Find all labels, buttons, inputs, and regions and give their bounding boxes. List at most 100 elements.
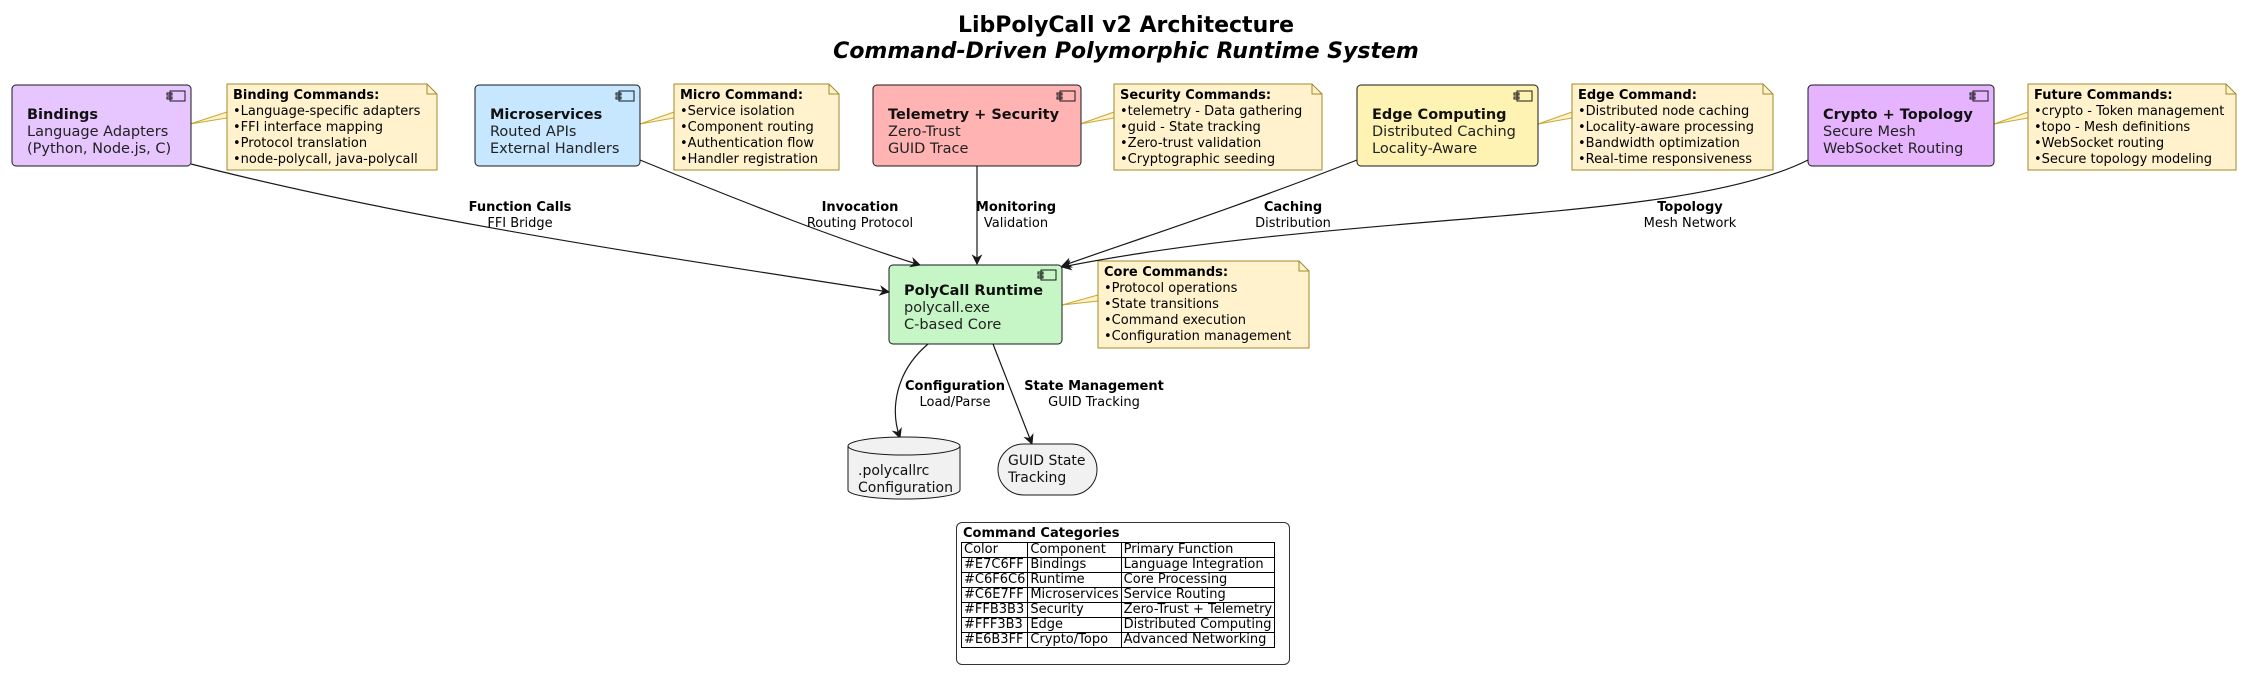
edge-label-topology: Topology Mesh Network: [1630, 200, 1750, 232]
legend-cell: Security: [1027, 602, 1122, 618]
legend-cell: Service Routing: [1120, 587, 1276, 603]
arrow-edge-to-runtime: [1060, 159, 1358, 268]
note-item: Authentication flow: [680, 136, 818, 152]
note-title: Micro Command:: [680, 88, 804, 103]
arrow-runtime-to-guid: [992, 343, 1034, 446]
store-line: GUID State: [1008, 453, 1086, 469]
note-connector-future: [1993, 111, 2029, 125]
edge-label-title: Invocation: [821, 200, 899, 215]
storage-guid-label: GUID State Tracking: [1008, 453, 1086, 487]
component-icon: [615, 90, 635, 102]
component-line: WebSocket Routing: [1823, 141, 1964, 157]
component-name: Telemetry + Security: [888, 107, 1060, 123]
arrow-bindings-to-runtime: [190, 163, 891, 296]
component-line: Routed APIs: [490, 124, 577, 140]
component-bindings: Bindings Language Adapters (Python, Node…: [27, 107, 171, 158]
component-edge-box: [1356, 84, 1539, 167]
legend-row: #C6F6C6 Runtime Core Processing: [960, 572, 1276, 588]
component-edge-computing: Edge Computing Distributed Caching Local…: [1372, 107, 1516, 158]
legend-cell: Advanced Networking: [1120, 632, 1276, 648]
note-item: topo - Mesh definitions: [2034, 120, 2224, 136]
database-config-label: .polycallrc Configuration: [858, 463, 953, 497]
arrow-runtime-to-config: [891, 343, 929, 440]
legend-cell: #E7C6FF: [960, 557, 1029, 573]
component-line: polycall.exe: [904, 300, 990, 316]
legend-cell: Crypto/Topo: [1027, 632, 1122, 648]
note-item: Protocol operations: [1104, 281, 1291, 297]
edge-label-configuration: Configuration Load/Parse: [900, 379, 1010, 411]
legend-cell: #FFF3B3: [960, 617, 1029, 633]
legend-title: Command Categories: [963, 526, 1120, 541]
component-name: Bindings: [27, 107, 99, 123]
component-line: Language Adapters: [27, 124, 169, 140]
edge-label-detail: Load/Parse: [919, 395, 991, 410]
legend-cell: #C6E7FF: [960, 587, 1029, 603]
edge-label-state-management: State Management GUID Tracking: [1019, 379, 1169, 411]
note-item: Distributed node caching: [1578, 104, 1754, 120]
note-item: Locality-aware processing: [1578, 120, 1754, 136]
note-title: Core Commands:: [1104, 265, 1229, 280]
note-connector-security: [1079, 111, 1115, 125]
edge-label-detail: Routing Protocol: [806, 216, 914, 231]
legend-row: #E7C6FF Bindings Language Integration: [960, 557, 1276, 573]
note-item: Zero-trust validation: [1120, 136, 1302, 152]
edge-label-detail: GUID Tracking: [1048, 395, 1140, 410]
component-line: External Handlers: [490, 141, 620, 157]
edge-label-title: Topology: [1657, 200, 1723, 215]
component-name: PolyCall Runtime: [904, 283, 1044, 299]
legend-header-row: Color Component Primary Function: [960, 542, 1276, 558]
note-connector-edge: [1537, 111, 1573, 125]
note-connector-bindings: [189, 111, 228, 125]
legend-row: #FFB3B3 Security Zero-Trust + Telemetry: [960, 602, 1276, 618]
store-line: Tracking: [1008, 470, 1067, 486]
legend-row: #E6B3FF Crypto/Topo Advanced Networking: [960, 632, 1276, 648]
note-item: crypto - Token management: [2034, 104, 2225, 120]
edge-label-title: Function Calls: [468, 200, 572, 215]
edge-label-title: Monitoring: [975, 200, 1057, 215]
note-item: telemetry - Data gathering: [1120, 104, 1303, 120]
storage-guid-state: [997, 443, 1098, 496]
note-security-commands: Security Commands: telemetry - Data gath…: [1120, 88, 1302, 168]
note-item: Real-time responsiveness: [1578, 152, 1754, 168]
component-icon: [1056, 90, 1076, 102]
legend-cell: #E6B3FF: [960, 632, 1029, 648]
note-item: FFI interface mapping: [233, 120, 420, 136]
component-microservices: Microservices Routed APIs External Handl…: [490, 107, 619, 158]
note-item: Protocol translation: [233, 136, 420, 152]
component-name: Crypto + Topology: [1823, 107, 1973, 123]
component-line: Secure Mesh: [1823, 124, 1916, 140]
note-item: node-polycall, java-polycall: [233, 152, 420, 168]
edge-label-function-calls: Function Calls FFI Bridge: [440, 200, 600, 232]
component-line: Zero-Trust: [888, 124, 961, 140]
legend-row: #C6E7FF Microservices Service Routing: [960, 587, 1276, 603]
diagram-title: LibPolyCall v2 Architecture: [957, 13, 1294, 38]
edge-label-title: Caching: [1263, 200, 1323, 215]
note-item: Cryptographic seeding: [1120, 152, 1302, 168]
component-icon: [1969, 90, 1989, 102]
database-config: [847, 436, 961, 500]
note-title: Edge Command:: [1578, 88, 1697, 103]
legend-command-categories: Command Categories Color Component Prima…: [956, 522, 1290, 665]
note-title: Binding Commands:: [233, 88, 380, 103]
note-item: Handler registration: [680, 152, 818, 168]
legend-header-cell: Primary Function: [1120, 542, 1276, 558]
note-item: WebSocket routing: [2034, 136, 2224, 152]
legend-header-cell: Color: [960, 542, 1029, 558]
legend-header-cell: Component: [1027, 542, 1122, 558]
legend-cell: Runtime: [1027, 572, 1122, 588]
legend-row: #FFF3B3 Edge Distributed Computing: [960, 617, 1276, 633]
edge-label-monitoring: Monitoring Validation: [966, 200, 1066, 232]
legend-cell: #FFB3B3: [960, 602, 1029, 618]
component-telemetry-security: Telemetry + Security Zero-Trust GUID Tra…: [888, 107, 1059, 158]
note-edge-command: Edge Command: Distributed node caching L…: [1578, 88, 1754, 168]
arrow-crypto-to-runtime: [1060, 159, 1809, 271]
component-line: Distributed Caching: [1372, 124, 1516, 140]
note-item: Component routing: [680, 120, 818, 136]
edge-label-invocation: Invocation Routing Protocol: [780, 200, 940, 232]
legend-cell: Distributed Computing: [1120, 617, 1276, 633]
note-item: State transitions: [1104, 297, 1291, 313]
edge-label-detail: FFI Bridge: [487, 216, 553, 231]
component-line: (Python, Node.js, C): [27, 141, 172, 157]
note-item: Service isolation: [680, 104, 818, 120]
store-line: Configuration: [858, 480, 953, 496]
